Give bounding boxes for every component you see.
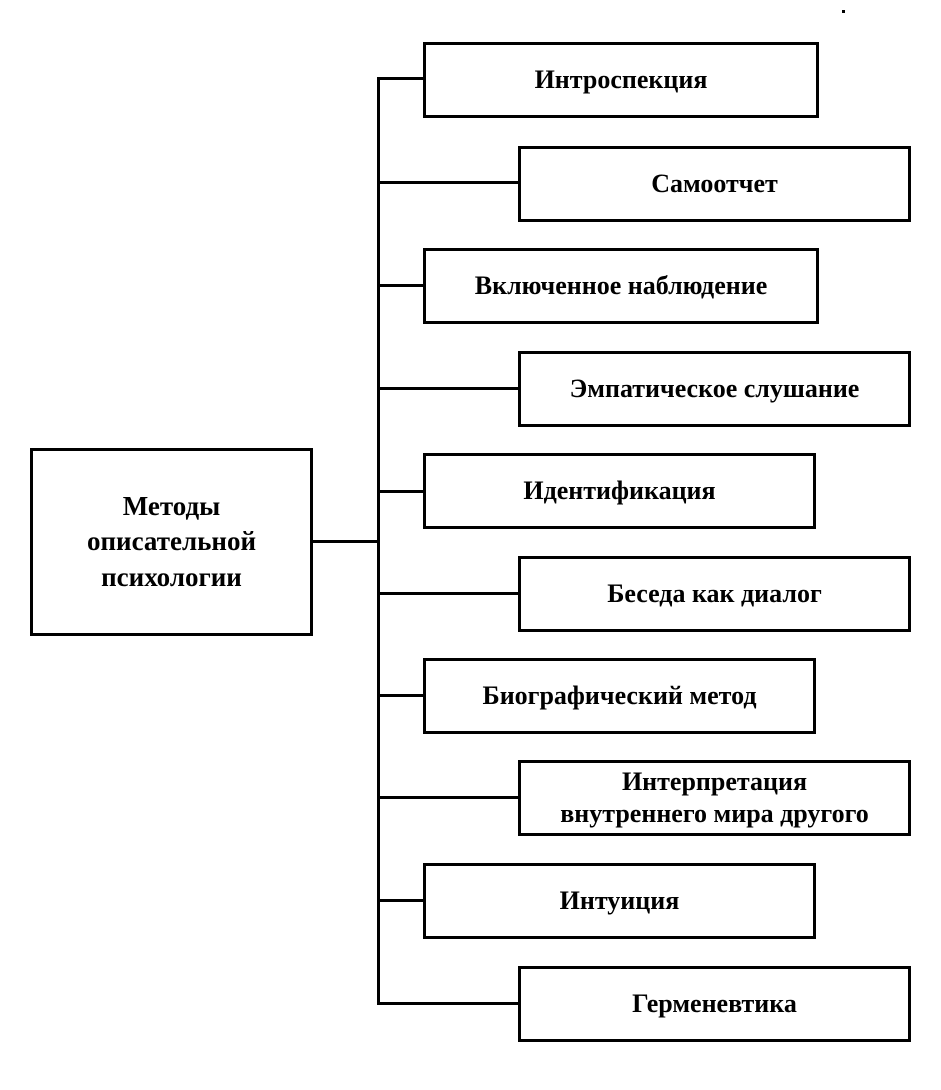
method-label: Идентификация bbox=[523, 475, 716, 505]
branch-connector bbox=[377, 77, 423, 80]
method-node-biographical: Биографический метод bbox=[423, 658, 816, 734]
branch-connector bbox=[377, 592, 518, 595]
method-node-introspection: Интроспекция bbox=[423, 42, 819, 118]
method-node-dialogue: Беседа как диалог bbox=[518, 556, 911, 632]
method-label: Эмпатическое слушание bbox=[569, 373, 860, 403]
method-node-empathic-listening: Эмпатическое слушание bbox=[518, 351, 911, 427]
method-label: Биографический метод bbox=[482, 680, 757, 710]
branch-connector bbox=[377, 387, 518, 390]
method-node-hermeneutics: Герменевтика bbox=[518, 966, 911, 1042]
method-label: Герменевтика bbox=[632, 988, 797, 1018]
method-node-intuition: Интуиция bbox=[423, 863, 816, 939]
trunk-line bbox=[377, 77, 380, 1005]
branch-connector bbox=[377, 181, 518, 184]
root-node: Методы описательной психологии bbox=[30, 448, 313, 636]
method-node-identification: Идентификация bbox=[423, 453, 816, 529]
method-label: Интроспекция bbox=[534, 64, 708, 94]
branch-connector bbox=[377, 284, 423, 287]
branch-connector bbox=[377, 694, 423, 697]
scan-speck bbox=[842, 10, 845, 13]
branch-connector bbox=[377, 1002, 518, 1005]
branch-connector bbox=[377, 796, 518, 799]
method-label: Интерпретация внутреннего мира другого bbox=[560, 766, 869, 829]
root-connector bbox=[313, 540, 380, 543]
branch-connector bbox=[377, 490, 423, 493]
root-label: Методы описательной психологии bbox=[86, 491, 256, 592]
method-node-interpretation: Интерпретация внутреннего мира другого bbox=[518, 760, 911, 836]
method-label: Беседа как диалог bbox=[607, 578, 822, 608]
method-label: Самоотчет bbox=[651, 168, 778, 198]
method-label: Интуиция bbox=[559, 885, 680, 915]
method-node-participant-observation: Включенное наблюдение bbox=[423, 248, 819, 324]
method-label: Включенное наблюдение bbox=[474, 270, 768, 300]
method-node-self-report: Самоотчет bbox=[518, 146, 911, 222]
branch-connector bbox=[377, 899, 423, 902]
